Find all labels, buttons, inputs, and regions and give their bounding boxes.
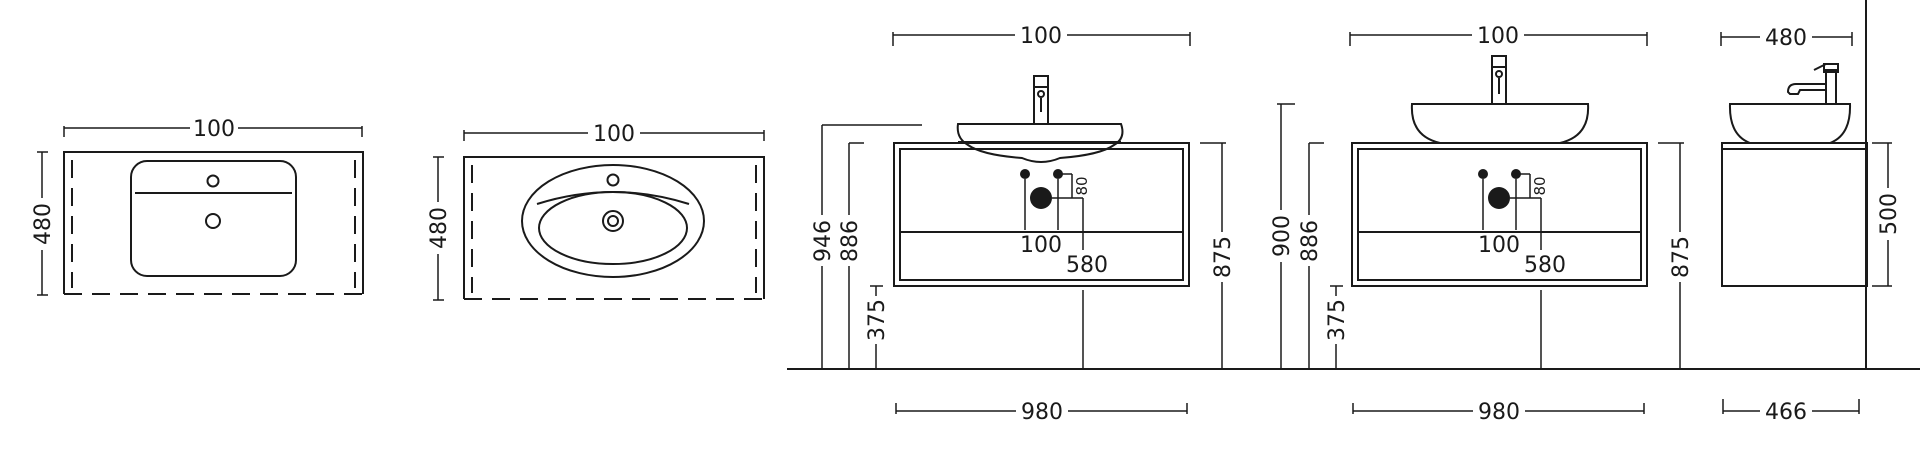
front-inset-right-height-label: 875: [1211, 236, 1236, 278]
front-inset-width-bottom-label: 980: [1021, 400, 1063, 425]
drain-hole: [205, 213, 221, 229]
top-view-inset-basin: 100 480: [31, 117, 364, 296]
front-vessel-total-height-label: 900: [1270, 215, 1295, 257]
front-vessel-width-top-label: 100: [1477, 24, 1519, 49]
front-vessel-pipe-offset-label: 80: [1531, 176, 1549, 195]
cabinet: [1351, 142, 1648, 287]
front-vessel-drain-height-label: 580: [1524, 253, 1566, 278]
tap-hole: [606, 173, 620, 187]
front-vessel-right-height-label: 875: [1669, 236, 1694, 278]
front-inset-pipe-spacing-label: 100: [1020, 233, 1062, 258]
tap: [1491, 55, 1507, 105]
vessel-basin: [1410, 103, 1590, 144]
oval-basin-inner: [538, 191, 688, 265]
top-inset-depth-label: 480: [31, 203, 56, 245]
front-inset-pipe-offset-label: 80: [1073, 176, 1091, 195]
vessel-basin: [1728, 103, 1852, 144]
top-view-oval-basin: 100 480: [427, 122, 765, 301]
front-inset-total-height-label: 946: [811, 220, 836, 262]
side-height-label: 500: [1877, 193, 1902, 235]
front-inset-width-top-label: 100: [1020, 24, 1062, 49]
front-inset-drain-height-label: 580: [1066, 253, 1108, 278]
side-depth-top-label: 480: [1765, 26, 1807, 51]
cabinet: [893, 142, 1190, 287]
drain-hole: [602, 210, 624, 232]
water-inlet-left: [1478, 169, 1488, 179]
inset-basin: [130, 160, 297, 277]
top-oval-width-label: 100: [593, 122, 635, 147]
drain-outlet: [1488, 187, 1510, 209]
front-vessel-cabinet-top-label: 886: [1298, 220, 1323, 262]
front-view-inset-basin: 100 80 100 580 946 886: [811, 24, 1236, 425]
side-view-vessel-basin: 480 500 466: [1720, 0, 1902, 425]
front-vessel-shelf-height-label: 375: [1325, 299, 1350, 341]
cabinet: [1721, 142, 1868, 287]
front-vessel-pipe-spacing-label: 100: [1478, 233, 1520, 258]
front-inset-cabinet-top-label: 886: [838, 220, 863, 262]
tap: [1825, 69, 1837, 105]
oval-basin-outer: [521, 164, 705, 278]
drain-outlet: [1030, 187, 1052, 209]
front-vessel-width-bottom-label: 980: [1478, 400, 1520, 425]
tap-hole: [206, 174, 220, 188]
top-oval-depth-label: 480: [427, 207, 452, 249]
top-inset-width-label: 100: [193, 117, 235, 142]
side-depth-bottom-label: 466: [1765, 400, 1807, 425]
water-inlet-left: [1020, 169, 1030, 179]
front-inset-shelf-height-label: 375: [865, 299, 890, 341]
front-view-vessel-basin: 100 80 100 580 900 886: [1270, 24, 1694, 425]
tap: [1033, 75, 1049, 125]
